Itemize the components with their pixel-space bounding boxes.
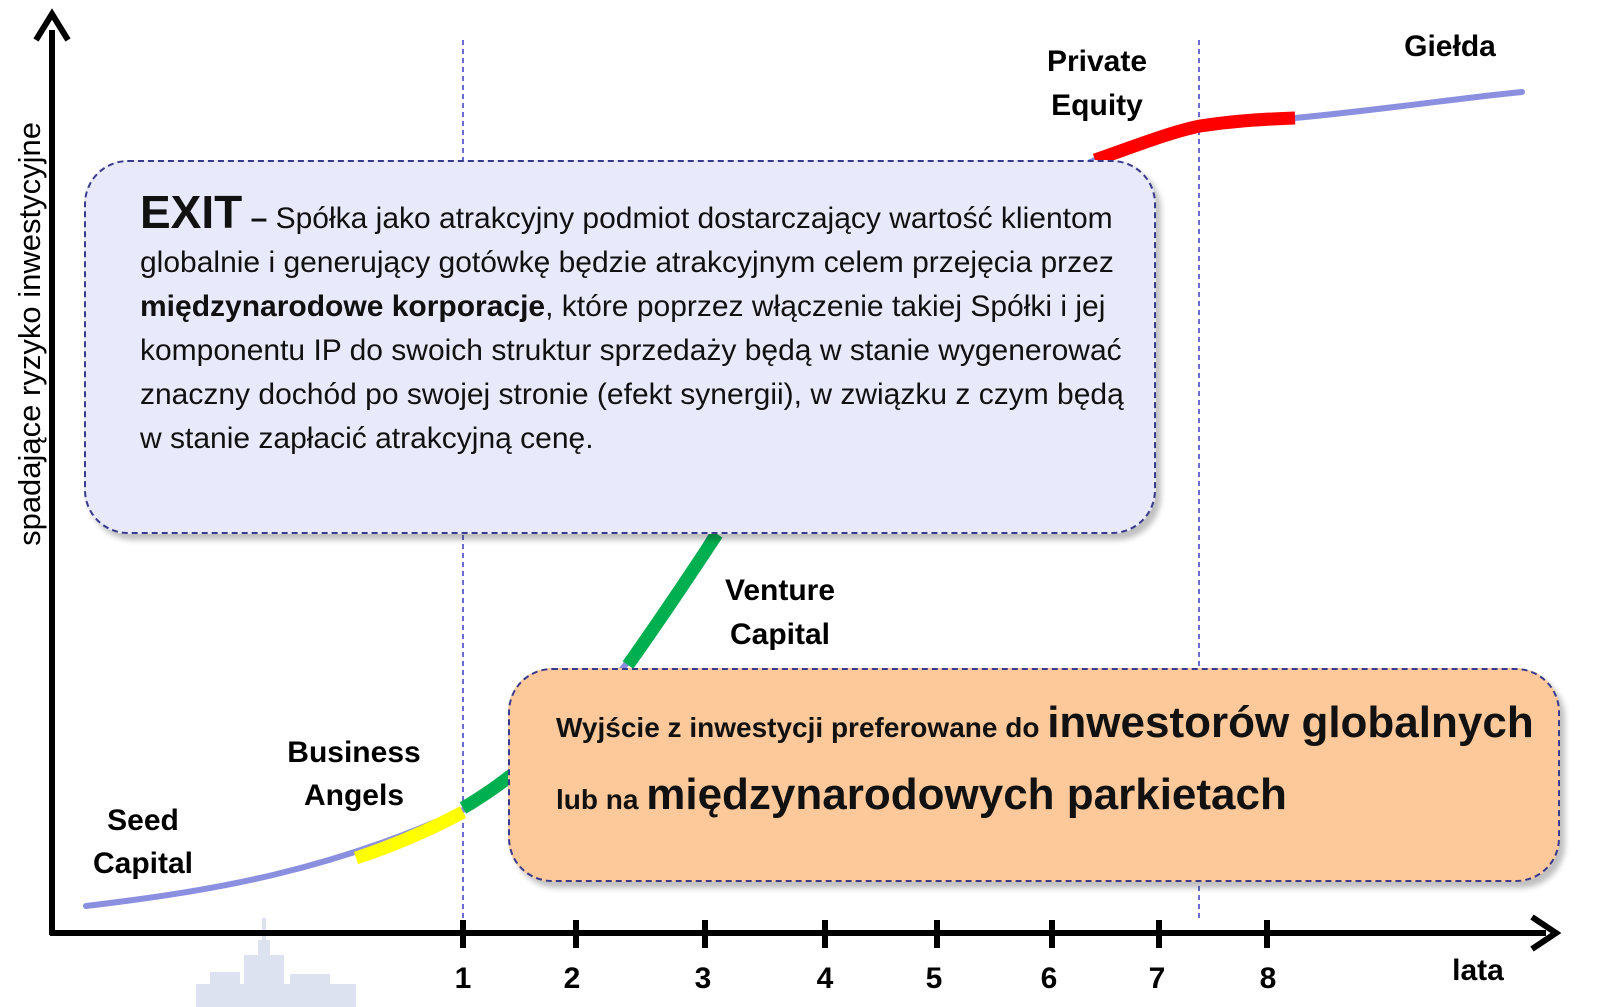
global-text-2: inwestorów globalnych [1047, 698, 1534, 747]
venture-label-line-2: Capital [730, 618, 830, 651]
exit-text-start: Spółka jako atrakcyjny podmiot dostarcza… [140, 202, 1114, 279]
tick-label: 3 [695, 962, 712, 995]
x-tick-labels: 1 2 3 4 5 6 7 8 [455, 962, 1277, 995]
exit-callout: EXIT – Spółka jako atrakcyjny podmiot do… [84, 160, 1156, 534]
y-axis-label: spadające ryzyko inwestycyjne [12, 122, 47, 546]
angels-segment [353, 806, 467, 865]
private-equity-label-line-2: Equity [1051, 89, 1143, 122]
exit-title: EXIT [140, 186, 243, 238]
exchange-label: Giełda [1404, 30, 1496, 63]
global-text-3: lub na [556, 784, 647, 815]
tick-label: 1 [455, 962, 472, 995]
tick-label: 4 [817, 962, 834, 995]
global-text-4: międzynarodowych parkietach [646, 770, 1287, 819]
tick-label: 8 [1260, 962, 1277, 995]
private-equity-segment [1092, 111, 1296, 167]
tick-label: 6 [1041, 962, 1058, 995]
exit-text-end: , które poprzez włączenie takiej Spółki … [140, 290, 1124, 455]
global-exit-callout: Wyjście z inwestycji preferowane do inwe… [508, 668, 1560, 882]
angels-label-line-2: Angels [304, 779, 404, 812]
venture-segment-upper [622, 530, 723, 669]
x-axis-label: lata [1452, 954, 1504, 987]
exit-dash: – [242, 202, 276, 235]
angels-label-line-1: Business [287, 736, 420, 769]
exit-text-bold: międzynarodowe korporacje [140, 290, 546, 323]
y-axis-arrow-icon [33, 8, 71, 42]
tick-label: 2 [564, 962, 581, 995]
seed-label-line-1: Seed [107, 804, 179, 837]
private-equity-label-line-1: Private [1047, 45, 1147, 78]
x-axis-arrow-icon [1530, 914, 1562, 952]
venture-label-line-1: Venture [725, 574, 835, 607]
city-skyline-icon [196, 918, 356, 1007]
tick-label: 5 [926, 962, 943, 995]
x-ticks [460, 920, 1270, 948]
seed-label-line-2: Capital [93, 847, 193, 880]
global-text-1: Wyjście z inwestycji preferowane do [556, 712, 1048, 743]
tick-label: 7 [1149, 962, 1166, 995]
